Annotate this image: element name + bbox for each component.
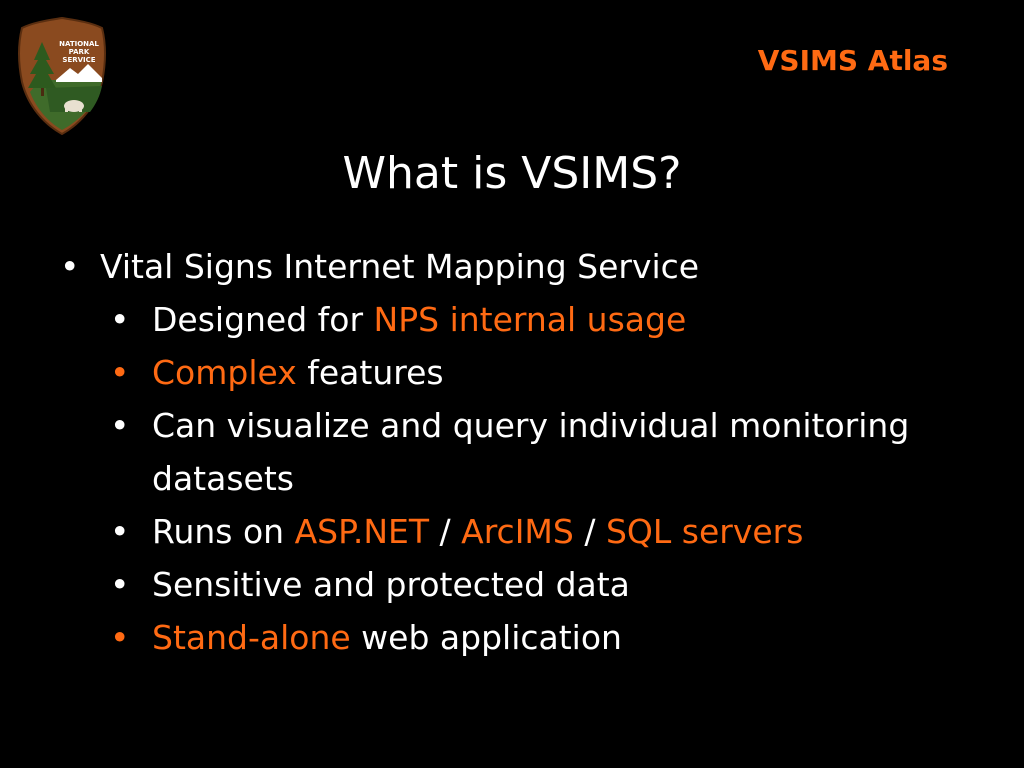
highlight-text: ArcIMS bbox=[461, 512, 574, 551]
logo-text-line1: NATIONAL bbox=[59, 40, 99, 48]
bullet-subitem: • Stand-alone web application bbox=[60, 611, 980, 664]
nps-arrowhead-logo: NATIONAL PARK SERVICE bbox=[18, 16, 106, 136]
bullet-dot: • bbox=[60, 247, 80, 286]
bullet-dot: • bbox=[110, 618, 130, 657]
bullet-dot: • bbox=[110, 353, 130, 392]
bullet-dot: • bbox=[110, 512, 130, 551]
logo-text-line3: SERVICE bbox=[62, 56, 95, 64]
highlight-text: ASP.NET bbox=[294, 512, 430, 551]
bullet-subitem: • Can visualize and query individual moni… bbox=[60, 399, 980, 505]
bullet-list: • Vital Signs Internet Mapping Service •… bbox=[60, 240, 980, 664]
body-text: Sensitive and protected data bbox=[152, 565, 630, 604]
highlight-text: Complex bbox=[152, 353, 297, 392]
slide-title: What is VSIMS? bbox=[342, 148, 682, 199]
bullet-item-main: • Vital Signs Internet Mapping Service bbox=[60, 240, 980, 293]
highlight-text: Stand-alone bbox=[152, 618, 351, 657]
header-title: VSIMS Atlas bbox=[757, 44, 948, 77]
logo-text-line2: PARK bbox=[69, 48, 90, 56]
body-text: Can visualize and query individual monit… bbox=[152, 406, 910, 498]
bullet-subitem: • Sensitive and protected data bbox=[60, 558, 980, 611]
bullet-dot: • bbox=[110, 565, 130, 604]
highlight-text: NPS internal usage bbox=[373, 300, 687, 339]
bullet-item-main-text: Vital Signs Internet Mapping Service bbox=[100, 247, 700, 286]
highlight-text: SQL servers bbox=[605, 512, 804, 551]
bullet-subitem: • Complex features bbox=[60, 346, 980, 399]
body-text: Designed for bbox=[152, 300, 374, 339]
bullet-subitem: • Designed for NPS internal usage bbox=[60, 293, 980, 346]
body-text: web application bbox=[350, 618, 622, 657]
bullet-dot: • bbox=[110, 300, 130, 339]
bullet-dot: • bbox=[110, 406, 130, 445]
body-text: Runs on bbox=[152, 512, 295, 551]
bullet-subitem: • Runs on ASP.NET / ArcIMS / SQL servers bbox=[60, 505, 980, 558]
body-text: features bbox=[296, 353, 444, 392]
body-text: / bbox=[429, 512, 462, 551]
body-text: / bbox=[573, 512, 606, 551]
